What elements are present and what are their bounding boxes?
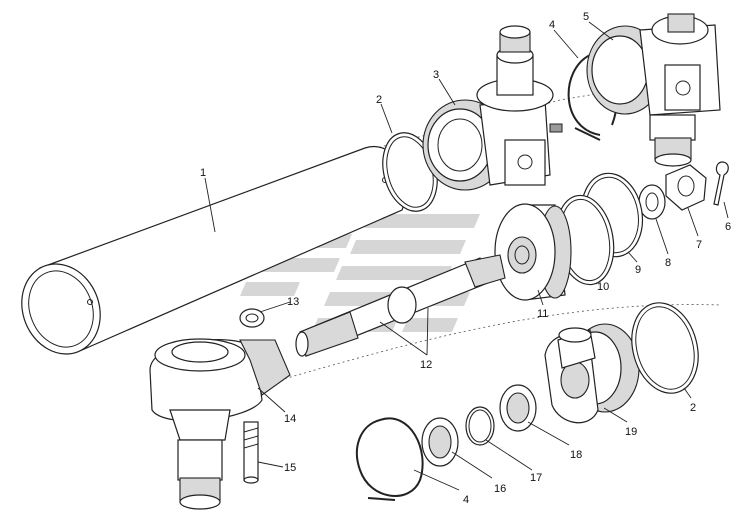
part-11-piston[interactable] [494, 203, 572, 301]
callout-7: 7 [696, 239, 702, 251]
callout-15: 15 [284, 462, 296, 474]
part-14-tie-rod-end-left[interactable] [149, 338, 291, 510]
callout-14: 14 [284, 413, 296, 425]
part-16-seal[interactable] [421, 417, 459, 467]
callout-16: 16 [494, 483, 506, 495]
callout-8: 8 [665, 257, 671, 269]
callouts: 1 2 3 4 5 6 7 8 9 10 11 12 13 14 15 16 1… [200, 11, 731, 506]
part-17-o-ring-small[interactable] [465, 406, 495, 446]
callout-12: 12 [420, 359, 432, 371]
part-13-bushing[interactable] [239, 308, 265, 328]
callout-1: 1 [200, 167, 206, 179]
part-2-o-ring-right[interactable] [622, 295, 708, 400]
part-5-ball-joint-housing-right[interactable] [586, 13, 721, 167]
part-4-retaining-ring-bottom[interactable] [355, 417, 424, 501]
callout-3: 3 [433, 69, 439, 81]
callout-6: 6 [725, 221, 731, 233]
callout-2-top: 2 [376, 94, 382, 106]
callout-4-top: 4 [549, 19, 555, 31]
leader-lines [204, 21, 729, 491]
part-7-castle-nut[interactable] [665, 164, 707, 211]
callout-9: 9 [635, 264, 641, 276]
callout-11: 11 [537, 308, 548, 320]
part-19-rear-head[interactable] [544, 323, 640, 424]
callout-17: 17 [530, 472, 542, 484]
part-6-cotter-pin[interactable] [713, 161, 729, 206]
callout-5: 5 [583, 11, 589, 23]
callout-18: 18 [570, 449, 582, 461]
part-15-pin-bolt[interactable] [243, 421, 259, 484]
callout-2-right: 2 [690, 402, 696, 414]
callout-10: 10 [597, 281, 609, 293]
part-18-bushing[interactable] [499, 384, 537, 432]
callout-13: 13 [287, 296, 299, 308]
part-3-ball-joint-housing[interactable] [422, 25, 563, 191]
part-8-washer[interactable] [638, 184, 666, 220]
callout-4-bottom: 4 [463, 494, 469, 506]
callout-19: 19 [625, 426, 637, 438]
part-12-piston-rod[interactable] [295, 254, 506, 357]
